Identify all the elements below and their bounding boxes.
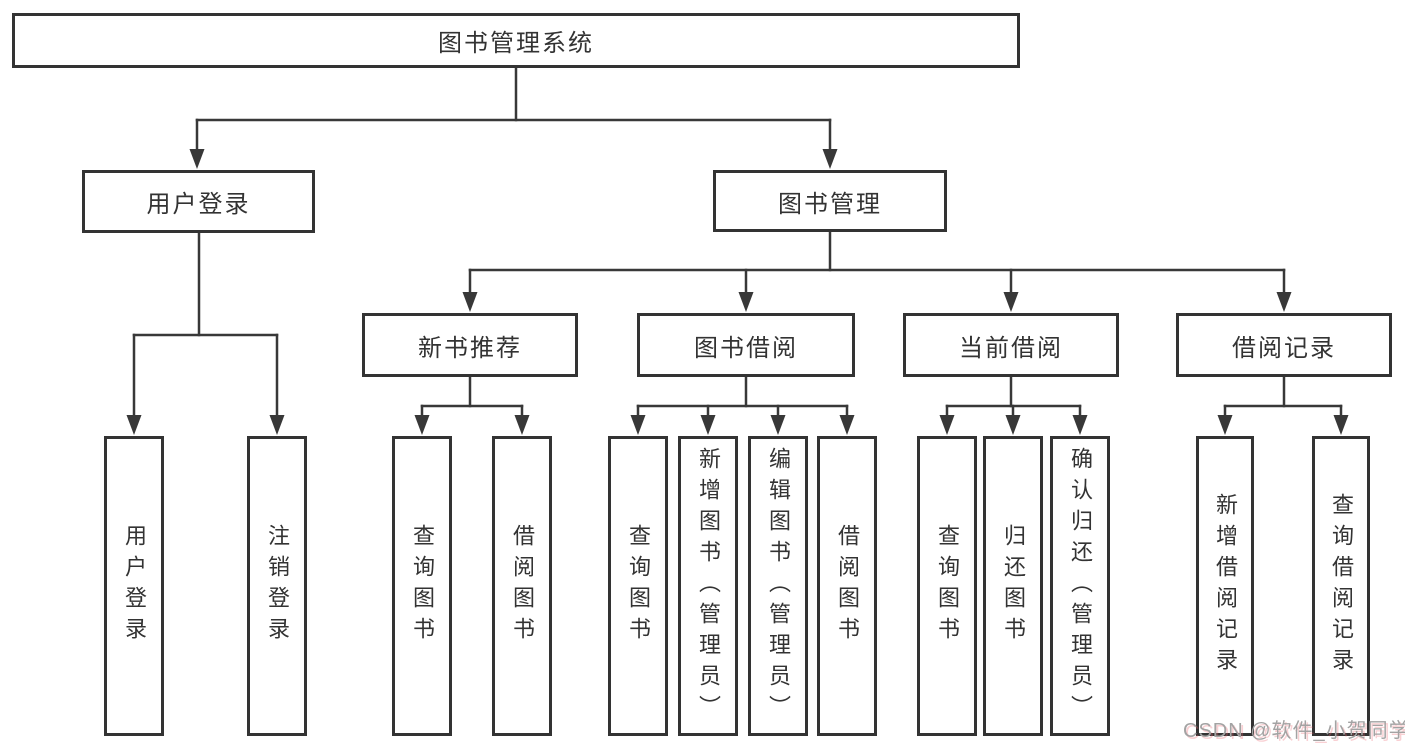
leaf-confirm-return-admin-label: 确认归还（管理员）: [1068, 446, 1093, 726]
leaf-logout-label: 注销登录: [265, 524, 290, 648]
node-root: 图书管理系统: [12, 13, 1020, 68]
leaf-add-borrow-record: 新增借阅记录: [1196, 436, 1254, 736]
leaf-query-borrow-record-label: 查询借阅记录: [1329, 493, 1354, 679]
leaf-add-borrow-record-label: 新增借阅记录: [1213, 493, 1238, 679]
node-book-management: 图书管理: [713, 170, 947, 232]
leaf-query-book-recommend-label: 查询图书: [410, 524, 435, 648]
node-current-borrow-label: 当前借阅: [959, 334, 1063, 362]
node-book-borrow: 图书借阅: [637, 313, 855, 377]
leaf-user-login-label: 用户登录: [122, 524, 147, 648]
node-user-login-label: 用户登录: [146, 191, 251, 218]
arrowheads: [126, 149, 1349, 435]
leaf-query-book-borrow-label: 查询图书: [626, 524, 651, 648]
leaf-query-book-current: 查询图书: [917, 436, 977, 736]
leaf-add-book-admin: 新增图书（管理员）: [678, 436, 738, 736]
node-new-book-recommend: 新书推荐: [362, 313, 578, 377]
leaf-query-book-borrow: 查询图书: [608, 436, 668, 736]
leaf-user-login: 用户登录: [104, 436, 164, 736]
leaf-borrow-book-bb-label: 借阅图书: [835, 524, 860, 648]
node-book-management-label: 图书管理: [778, 190, 882, 218]
leaf-edit-book-admin-label: 编辑图书（管理员）: [766, 446, 791, 726]
leaf-borrow-book-recommend: 借阅图书: [492, 436, 552, 736]
node-borrow-records-label: 借阅记录: [1232, 334, 1336, 362]
node-new-book-recommend-label: 新书推荐: [418, 334, 522, 362]
node-user-login: 用户登录: [82, 170, 315, 233]
leaf-logout: 注销登录: [247, 436, 307, 736]
leaf-add-book-admin-label: 新增图书（管理员）: [696, 446, 721, 726]
leaf-borrow-book-recommend-label: 借阅图书: [510, 524, 535, 648]
csdn-watermark: CSDN @软件_小贺同学: [1183, 720, 1405, 742]
leaf-confirm-return-admin: 确认归还（管理员）: [1050, 436, 1110, 736]
node-borrow-records: 借阅记录: [1176, 313, 1392, 377]
leaf-return-book: 归还图书: [983, 436, 1043, 736]
leaf-borrow-book-bb: 借阅图书: [817, 436, 877, 736]
leaf-return-book-label: 归还图书: [1001, 524, 1026, 648]
leaf-query-book-current-label: 查询图书: [935, 524, 960, 648]
node-book-borrow-label: 图书借阅: [694, 334, 798, 362]
node-root-label: 图书管理系统: [438, 30, 594, 57]
leaf-edit-book-admin: 编辑图书（管理员）: [748, 436, 808, 736]
node-current-borrow: 当前借阅: [903, 313, 1119, 377]
leaf-query-borrow-record: 查询借阅记录: [1312, 436, 1370, 736]
leaf-query-book-recommend: 查询图书: [392, 436, 452, 736]
